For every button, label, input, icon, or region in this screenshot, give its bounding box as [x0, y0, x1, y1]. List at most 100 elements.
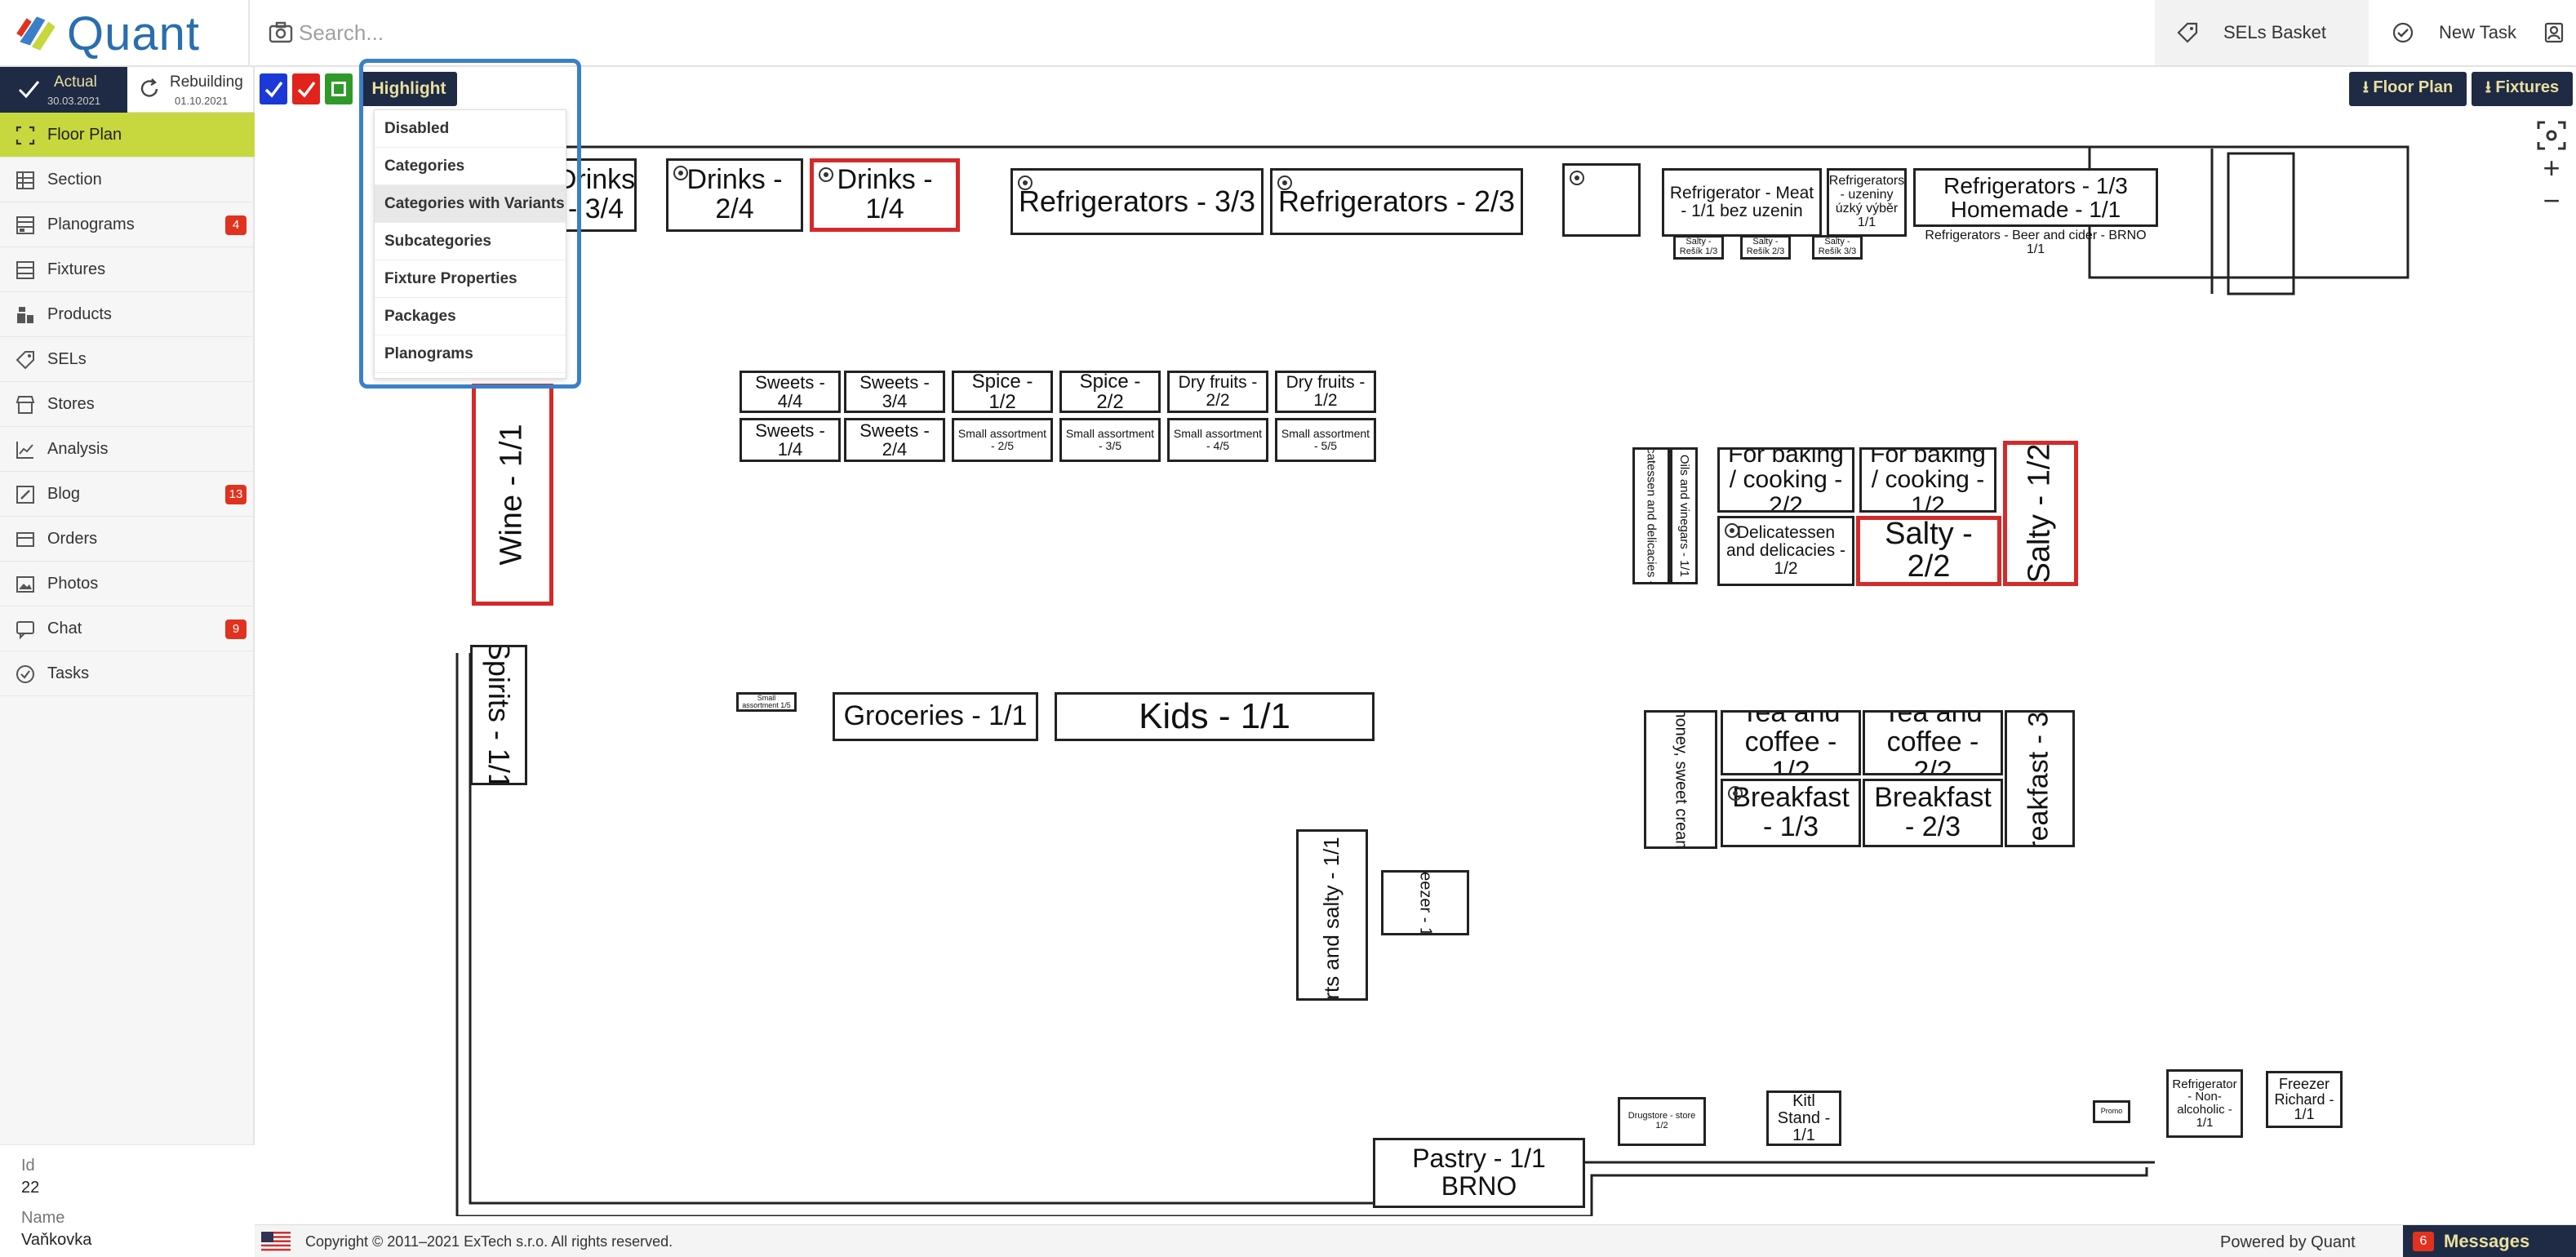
fixture-freezer-richard[interactable]: Freezer Richard - 1/1 [2266, 1071, 2343, 1128]
sidebar-item-floor-plan[interactable]: Floor Plan [0, 113, 255, 158]
menu-item-subcategories[interactable]: Subcategories [375, 223, 566, 260]
orders-icon [16, 532, 34, 547]
fixture-sweets-3-4[interactable]: Sweets - 3/4 [844, 371, 945, 413]
new-task-button[interactable]: New Task [2370, 0, 2530, 65]
sidebar-item-tasks[interactable]: Tasks [0, 651, 255, 696]
menu-item-packages[interactable]: Packages [375, 298, 566, 335]
camera-search-icon[interactable] [268, 20, 294, 46]
fixture-tea-coffee-1-2[interactable]: Tea and coffee - 1/2 [1721, 710, 1861, 775]
sidebar-item-stores[interactable]: Stores [0, 382, 255, 427]
fixture-for-baking-1-2[interactable]: For baking / cooking - 1/2 [1859, 447, 1996, 513]
fixture-refrigerator-meat[interactable]: Refrigerator - Meat - 1/1 bez uzenin [1662, 168, 1822, 237]
highlight-button[interactable]: Highlight [361, 72, 457, 106]
fixture-desserts-salty[interactable]: Desserts and salty - 1/1 BRNO [1296, 829, 1368, 1001]
fixture-refrigerators-3-3[interactable]: Refrigerators - 3/3 [1010, 168, 1264, 235]
menu-item-categories[interactable]: Categories [375, 148, 566, 185]
fixture-sweets-1-4[interactable]: Sweets - 1/4 [739, 418, 841, 462]
sidebar-item-sels[interactable]: SELs [0, 337, 255, 382]
rebuilding-version-button[interactable]: Rebuilding 01.10.2021 [127, 67, 253, 113]
fixture-small-assortment-5-5[interactable]: Small assortment - 5/5 [1275, 418, 1376, 462]
user-profile-button[interactable] [2532, 0, 2576, 65]
fixture-salty-resik-3-3[interactable]: Salty - Rešík 3/3 [1812, 235, 1863, 260]
fixture-camera-icon [1277, 175, 1292, 190]
fixture-small-assortment-4-5[interactable]: Small assortment - 4/5 [1167, 418, 1268, 462]
fixture-for-baking-2-2[interactable]: For baking / cooking - 2/2 [1717, 447, 1854, 513]
fixture-spice-2-2[interactable]: Spice - 2/2 [1059, 371, 1161, 413]
sidebar-item-planograms[interactable]: Planograms 4 [0, 202, 255, 247]
tasks-icon [16, 665, 34, 683]
name-value: Vaňkovka [21, 1231, 92, 1249]
fixture-empty-bay[interactable] [1562, 163, 1641, 237]
fixture-salty-1-2[interactable]: Salty - 1/2 [2003, 441, 2078, 586]
fixture-drinks-1-4[interactable]: Drinks - 1/4 [810, 158, 960, 232]
messages-button[interactable]: 6 Messages [2403, 1225, 2576, 1257]
actual-version-button[interactable]: Actual 30.03.2021 [0, 67, 127, 113]
menu-item-categories-with-variants[interactable]: Categories with Variants [375, 185, 566, 223]
fixture-kitl-stand[interactable]: Kitl Stand - 1/1 [1766, 1090, 1841, 1146]
menu-item-planograms[interactable]: Planograms [375, 335, 566, 373]
fixtures-download-button[interactable]: ⭳ Fixtures [2472, 72, 2573, 106]
fixture-dry-fruits-1-2[interactable]: Dry fruits - 1/2 [1275, 371, 1376, 413]
fixture-sweets-2-4[interactable]: Sweets - 2/4 [844, 418, 945, 462]
fixture-spirits-1-1[interactable]: Spirits - 1/1 [470, 645, 527, 785]
fixture-small-assortment-2-5[interactable]: Small assortment - 2/5 [952, 418, 1053, 462]
sidebar-item-fixtures[interactable]: Fixtures [0, 247, 255, 292]
zoom-out-button[interactable]: − [2543, 184, 2560, 217]
sidebar-item-photos[interactable]: Photos [0, 562, 255, 606]
fixture-small-assortment-1-5[interactable]: Small assortment 1/5 [736, 692, 797, 712]
fixture-delicatessen-2-2[interactable]: Delicatessen and delicacies - 2/2 [1632, 447, 1670, 584]
sidebar-item-label: Section [47, 170, 102, 189]
fixture-small-assortment-3-5[interactable]: Small assortment - 3/5 [1059, 418, 1161, 462]
fixture-drinks-3-4[interactable]: Drinks - 3/4 [555, 158, 637, 232]
sidebar-item-section[interactable]: Section [0, 158, 255, 202]
fixture-breakfast-2-3[interactable]: Breakfast - 2/3 [1863, 779, 2003, 847]
fixture-kids-1-1[interactable]: Kids - 1/1 [1055, 692, 1375, 741]
sidebar-item-analysis[interactable]: Analysis [0, 427, 255, 472]
fit-to-screen-button[interactable] [2535, 119, 2568, 152]
fixture-jams-honey[interactable]: Jams, honey, sweet creams - 1/1 [1644, 710, 1717, 849]
sidebar-item-products[interactable]: Products [0, 292, 255, 337]
fixture-breakfast-3-3[interactable]: Breakfast - 3/3 [2005, 710, 2075, 847]
fixture-salty-resik-2-3[interactable]: Salty - Rešík 2/3 [1740, 235, 1791, 260]
fixture-refrigerators-2-3[interactable]: Refrigerators - 2/3 [1270, 168, 1523, 235]
sidebar-item-chat[interactable]: Chat 9 [0, 606, 255, 651]
zoom-in-button[interactable]: + [2543, 151, 2560, 184]
fixture-oils-vinegars[interactable]: Oils and vinegars - 1/1 [1670, 447, 1698, 584]
fixture-refrigerators-homemade[interactable]: Refrigerators - 1/3 Homemade - 1/1 [1913, 168, 2158, 227]
fixture-breakfast-1-3[interactable]: Breakfast - 1/3 [1721, 779, 1861, 847]
sels-basket-button[interactable]: SELs Basket [2155, 0, 2369, 65]
us-flag-icon[interactable] [261, 1232, 291, 1251]
floor-plan-walls [447, 145, 2409, 1216]
logo[interactable]: Quant [11, 5, 248, 62]
fixture-salty-resik-1-3[interactable]: Salty - Rešík 1/3 [1673, 235, 1724, 260]
fixture-salty-2-2[interactable]: Salty - 2/2 [1856, 516, 2001, 586]
fixture-groceries-1-1[interactable]: Groceries - 1/1 [833, 692, 1038, 741]
fixture-refrigerators-beer-cider[interactable]: Refrigerators - Beer and cider - BRNO 1/… [1925, 229, 2147, 256]
fixture-delicatessen-1-2[interactable]: Delicatessen and delicacies - 1/2 [1717, 516, 1854, 586]
fixture-tea-coffee-2-2[interactable]: Tea and coffee - 2/2 [1863, 710, 2003, 775]
fixture-promo[interactable]: Promo [2093, 1100, 2130, 1123]
powered-by-text[interactable]: Powered by Quant [2220, 1233, 2356, 1251]
floor-plan-icon [16, 126, 35, 145]
green-square-toggle[interactable] [325, 73, 353, 104]
fixture-drugstore[interactable]: Drugstore - store 1/2 [1618, 1097, 1706, 1146]
fixture-drinks-2-4[interactable]: Drinks - 2/4 [666, 158, 803, 232]
fixture-freezer-1-1[interactable]: Freezer - 1/1 [1381, 870, 1469, 935]
fixture-sweets-4-4[interactable]: Sweets - 4/4 [739, 371, 841, 413]
fixture-dry-fruits-2-2[interactable]: Dry fruits - 2/2 [1167, 371, 1268, 413]
sidebar-item-blog[interactable]: Blog 13 [0, 472, 255, 517]
sidebar-item-orders[interactable]: Orders [0, 517, 255, 562]
red-check-toggle[interactable] [292, 73, 320, 104]
floor-plan-download-button[interactable]: ⭳ Floor Plan [2349, 72, 2467, 106]
sidebar: Actual 30.03.2021 Rebuilding 01.10.2021 … [0, 67, 255, 1257]
actual-version-label: Actual [54, 73, 97, 91]
menu-item-disabled[interactable]: Disabled [375, 110, 566, 148]
fixture-wine-1-1[interactable]: Wine - 1/1 [472, 384, 553, 606]
fixture-spice-1-2[interactable]: Spice - 1/2 [952, 371, 1053, 413]
blue-check-toggle[interactable] [260, 73, 287, 104]
fixture-pastry[interactable]: Pastry - 1/1 BRNO [1373, 1138, 1585, 1208]
menu-item-fixture-properties[interactable]: Fixture Properties [375, 260, 566, 298]
fixture-refrigerator-non-alcoholic[interactable]: Refrigerator - Non-alcoholic - 1/1 [2166, 1069, 2243, 1138]
search-input[interactable] [299, 15, 1278, 51]
fixture-refrigerators-uzeniny[interactable]: Refrigerators - uzeniny úzký výběr 1/1 [1827, 168, 1907, 237]
